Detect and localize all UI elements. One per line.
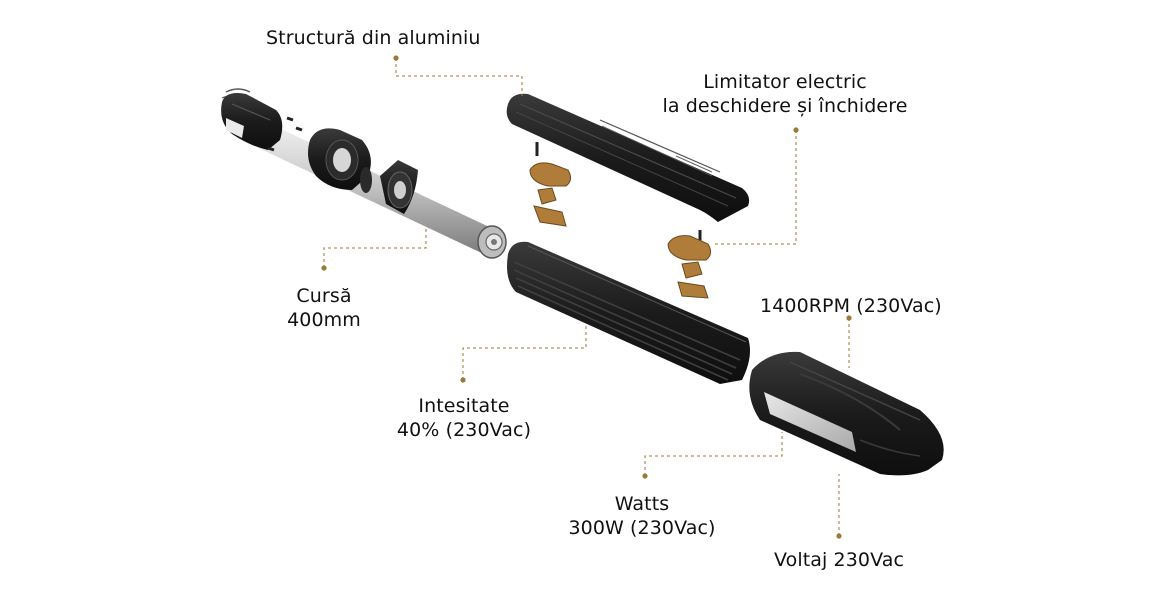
callout-watts-line1: Watts <box>614 493 670 515</box>
left-limit-parts <box>529 142 572 227</box>
rod-assembly <box>221 88 507 259</box>
callout-rpm: 1400RPM (230Vac) <box>760 294 942 318</box>
motion-mark <box>225 88 251 93</box>
bearing-flange <box>380 160 418 214</box>
piston-rod <box>250 120 500 256</box>
motor-housing <box>749 351 944 476</box>
pin-icon <box>267 146 275 152</box>
front-clevis <box>221 93 283 150</box>
pin-icon <box>295 126 303 132</box>
callout-stroke: Cursă 400mm <box>264 284 384 332</box>
callout-stroke-line1: Cursă <box>296 285 352 307</box>
lower-aluminum-profile <box>507 241 750 384</box>
rod-cap <box>308 128 371 190</box>
callout-aluminum-structure: Structură din aluminiu <box>266 26 481 50</box>
callout-watts: Watts 300W (230Vac) <box>552 492 732 540</box>
motion-mark <box>675 155 713 173</box>
callout-rpm-text: 1400RPM (230Vac) <box>760 295 942 317</box>
callout-intensity-line2: 40% (230Vac) <box>396 419 532 441</box>
upper-aluminum-profile <box>506 93 750 222</box>
callout-intensity: Intesitate 40% (230Vac) <box>376 394 552 442</box>
callout-watts-line2: 300W (230Vac) <box>568 517 716 539</box>
callout-voltage-text: Voltaj 230Vac <box>774 549 905 571</box>
rod-end-fitting <box>477 225 507 259</box>
callout-limit-switch-line2: la deschidere și închidere <box>662 95 908 117</box>
callout-limit-switch: Limitator electric la deschidere și înch… <box>638 70 932 118</box>
callout-aluminum-structure-text: Structură din aluminiu <box>266 27 481 49</box>
right-limit-parts <box>667 230 712 299</box>
callout-stroke-line2: 400mm <box>287 309 361 331</box>
leader-lines <box>323 58 850 536</box>
leader-dots <box>321 55 852 539</box>
callout-intensity-line1: Intesitate <box>418 395 510 417</box>
callout-voltage: Voltaj 230Vac <box>774 548 904 572</box>
gasket-ring <box>360 167 372 193</box>
pin-icon <box>286 116 294 122</box>
callout-limit-switch-line1: Limitator electric <box>703 71 867 93</box>
